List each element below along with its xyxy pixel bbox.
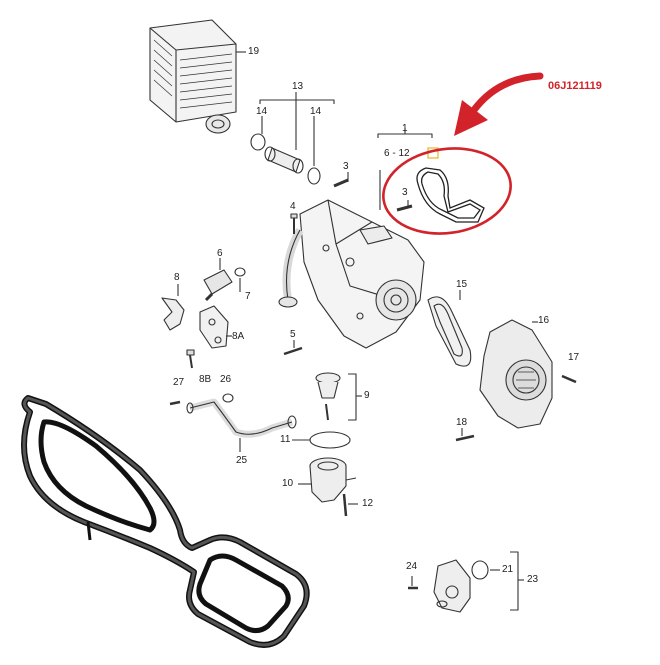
belt-cover bbox=[479, 319, 553, 429]
temperature-sensor bbox=[203, 258, 246, 302]
callout-26: 26 bbox=[220, 374, 232, 385]
bracket bbox=[161, 284, 185, 331]
bolt-4 bbox=[290, 213, 298, 234]
callout-7: 7 bbox=[245, 291, 251, 302]
callout-27: 27 bbox=[173, 377, 185, 388]
callout-8b: 8B bbox=[199, 374, 212, 385]
callout-15: 15 bbox=[456, 279, 468, 290]
callout-18: 18 bbox=[456, 417, 468, 428]
pins bbox=[333, 172, 413, 212]
callout-17: 17 bbox=[568, 352, 580, 363]
callout-14-left: 14 bbox=[256, 106, 268, 117]
callout-4: 4 bbox=[290, 201, 296, 212]
callout-21: 21 bbox=[502, 564, 514, 575]
part-number-label: 06J121119 bbox=[548, 80, 602, 92]
callout-8: 8 bbox=[174, 272, 180, 283]
callout-10: 10 bbox=[282, 478, 294, 489]
oil-cooler bbox=[149, 19, 246, 134]
callout-19: 19 bbox=[248, 46, 260, 57]
seal-26 bbox=[222, 393, 234, 403]
o-ring-11 bbox=[292, 431, 351, 449]
callout-3-lower: 3 bbox=[402, 187, 408, 198]
callout-14-right: 14 bbox=[310, 106, 322, 117]
callout-13: 13 bbox=[292, 81, 304, 92]
bolt-12 bbox=[342, 493, 358, 517]
callout-11: 11 bbox=[280, 434, 291, 445]
bolt-17 bbox=[561, 374, 577, 384]
callout-6-12: 6 - 12 bbox=[384, 148, 410, 159]
bolt-18 bbox=[455, 428, 475, 442]
callout-3-upper: 3 bbox=[343, 161, 349, 172]
thermostat bbox=[315, 372, 362, 421]
bolt-27 bbox=[169, 400, 181, 406]
callout-1: 1 bbox=[402, 123, 408, 134]
pointer-arrow bbox=[454, 72, 544, 136]
water-pump-housing bbox=[278, 128, 433, 349]
bolt-8b bbox=[186, 349, 195, 369]
callout-25: 25 bbox=[236, 455, 248, 466]
callout-9: 9 bbox=[364, 390, 370, 401]
callout-24: 24 bbox=[406, 561, 418, 572]
highlighted-gasket-small bbox=[416, 147, 485, 223]
callout-5: 5 bbox=[290, 329, 296, 340]
thermostat-housing bbox=[298, 457, 357, 503]
callout-6: 6 bbox=[217, 248, 223, 259]
highlight-ring bbox=[382, 147, 512, 235]
callout-8a: 8A bbox=[232, 331, 245, 342]
callout-23: 23 bbox=[527, 574, 539, 585]
callout-16: 16 bbox=[538, 315, 550, 326]
bolt-5 bbox=[283, 340, 303, 356]
gasket-detail-view bbox=[21, 395, 310, 648]
toothed-belt bbox=[427, 290, 472, 367]
connector-pipe bbox=[250, 92, 335, 185]
callout-12: 12 bbox=[362, 498, 374, 509]
coolant-pipe bbox=[186, 398, 297, 452]
gasket-8a bbox=[199, 305, 232, 349]
coolant-flange bbox=[408, 551, 524, 613]
